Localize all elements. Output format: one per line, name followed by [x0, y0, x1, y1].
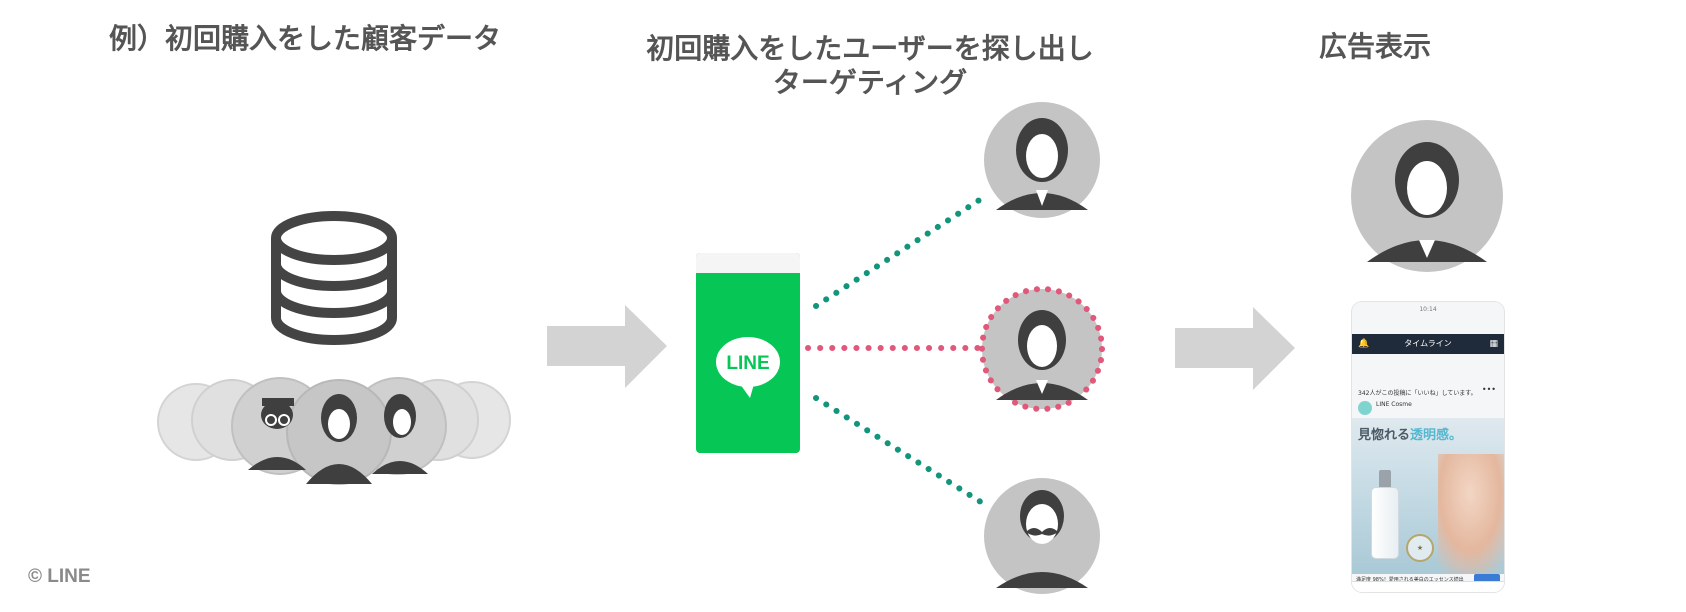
account-avatar: [1358, 401, 1372, 415]
step2-heading-line2: ターゲティング: [772, 66, 968, 99]
ad-cta-button[interactable]: [1474, 574, 1500, 583]
bell-icon[interactable]: 🔔: [1358, 339, 1370, 349]
ad-like-notice: 342人がこの投稿に「いいね」しています。: [1358, 390, 1477, 397]
user-avatar-icon: [979, 286, 1105, 412]
line-app-icon: [696, 253, 800, 453]
user-avatar-icon: [984, 478, 1100, 594]
serum-bottle-image: [1372, 488, 1398, 558]
connector-bottom: [813, 395, 987, 507]
phone-status-bar: 10:14: [1352, 302, 1504, 318]
user-avatar-icon: [1351, 120, 1503, 272]
award-badge-icon: ★: [1406, 534, 1434, 562]
more-icon[interactable]: •••: [1481, 385, 1496, 394]
step2-heading: 初回購入をしたユーザーを探し出し ターゲティング: [640, 32, 1100, 100]
step3-heading: 広告表示: [1318, 30, 1431, 63]
database-icon: [271, 211, 397, 345]
step2-heading-line1: 初回購入をしたユーザーを探し出し: [646, 32, 1094, 65]
phone-nav-bar: 🔔 タイムライン ▦: [1352, 334, 1504, 354]
ad-headline: 見惚れる透明感。: [1358, 428, 1463, 443]
phone-tab-bar: [1352, 581, 1504, 592]
ad-phone-mockup: 10:14 🔔 タイムライン ▦ 342人がこの投稿に「いいね」しています。 •…: [1352, 302, 1504, 592]
model-image: [1438, 454, 1504, 574]
customer-group-icon: [157, 377, 511, 485]
user-avatar-icon: [984, 102, 1100, 218]
copyright-notice: © LINE: [28, 566, 91, 587]
bottle-cap: [1379, 470, 1391, 490]
phone-nav-title: タイムライン: [1404, 339, 1452, 348]
ad-footer-text: 満足度 98%！愛用される美白のエッセンス続出: [1356, 577, 1464, 583]
line-logo-text: LINE: [726, 353, 769, 374]
connector-top: [813, 194, 987, 309]
step1-heading: 例）初回購入をした顧客データ: [108, 22, 501, 55]
grid-icon[interactable]: ▦: [1489, 339, 1498, 349]
right-arrow-icon: [1175, 307, 1295, 390]
ad-account-name: LINE Cosme: [1376, 401, 1412, 408]
right-arrow-icon: [547, 305, 667, 388]
ad-creative[interactable]: 見惚れる透明感。 ★: [1352, 418, 1504, 574]
